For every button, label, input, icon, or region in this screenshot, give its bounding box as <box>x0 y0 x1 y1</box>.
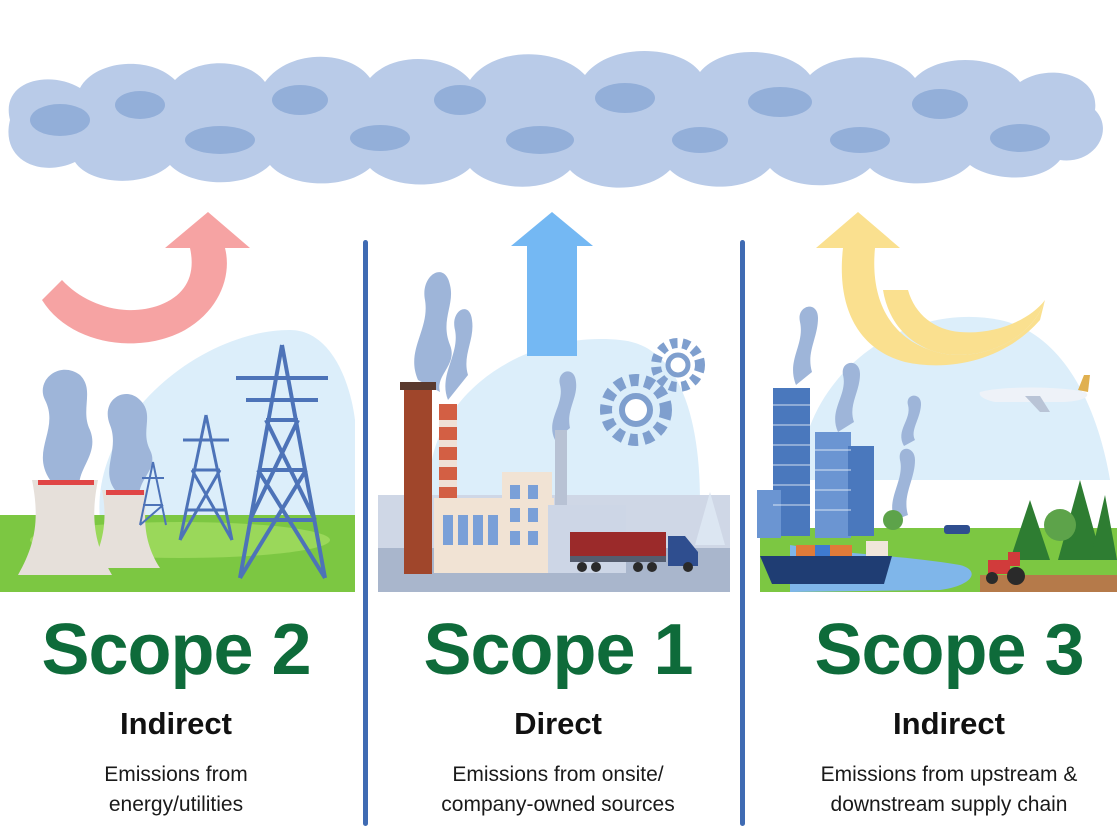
scope3-column: Scope 3 Indirect Emissions from upstream… <box>763 610 1117 820</box>
scope3-type: Indirect <box>893 706 1005 741</box>
scope2-type: Indirect <box>120 706 232 741</box>
scope2-desc-line2: energy/utilities <box>108 793 244 816</box>
scope1-column: Scope 1 Direct Emissions from onsite/ co… <box>372 610 744 820</box>
scope1-description: Emissions from onsite/ company-owned sou… <box>372 760 744 820</box>
scope2-illustration <box>0 212 355 592</box>
scope3-title: Scope 3 <box>814 610 1084 690</box>
scope3-illustration <box>757 212 1117 592</box>
scope1-type: Direct <box>514 706 602 741</box>
scope3-description: Emissions from upstream & downstream sup… <box>763 760 1117 820</box>
scope2-title: Scope 2 <box>41 610 311 690</box>
scope3-desc-line1: Emissions from upstream & <box>820 763 1078 786</box>
scope2-desc-line1: Emissions from <box>104 763 248 786</box>
scope1-desc-line1: Emissions from onsite/ <box>452 763 664 786</box>
scope1-title: Scope 1 <box>423 610 693 690</box>
scope2-description: Emissions from energy/utilities <box>0 760 362 820</box>
emissions-cloud <box>8 51 1103 188</box>
scope3-desc-line2: downstream supply chain <box>830 793 1068 816</box>
scope1-illustration <box>378 212 730 592</box>
scope1-desc-line2: company-owned sources <box>441 793 675 816</box>
divider-left <box>363 240 368 826</box>
divider-right <box>740 240 745 826</box>
scope2-column: Scope 2 Indirect Emissions from energy/u… <box>0 610 362 820</box>
